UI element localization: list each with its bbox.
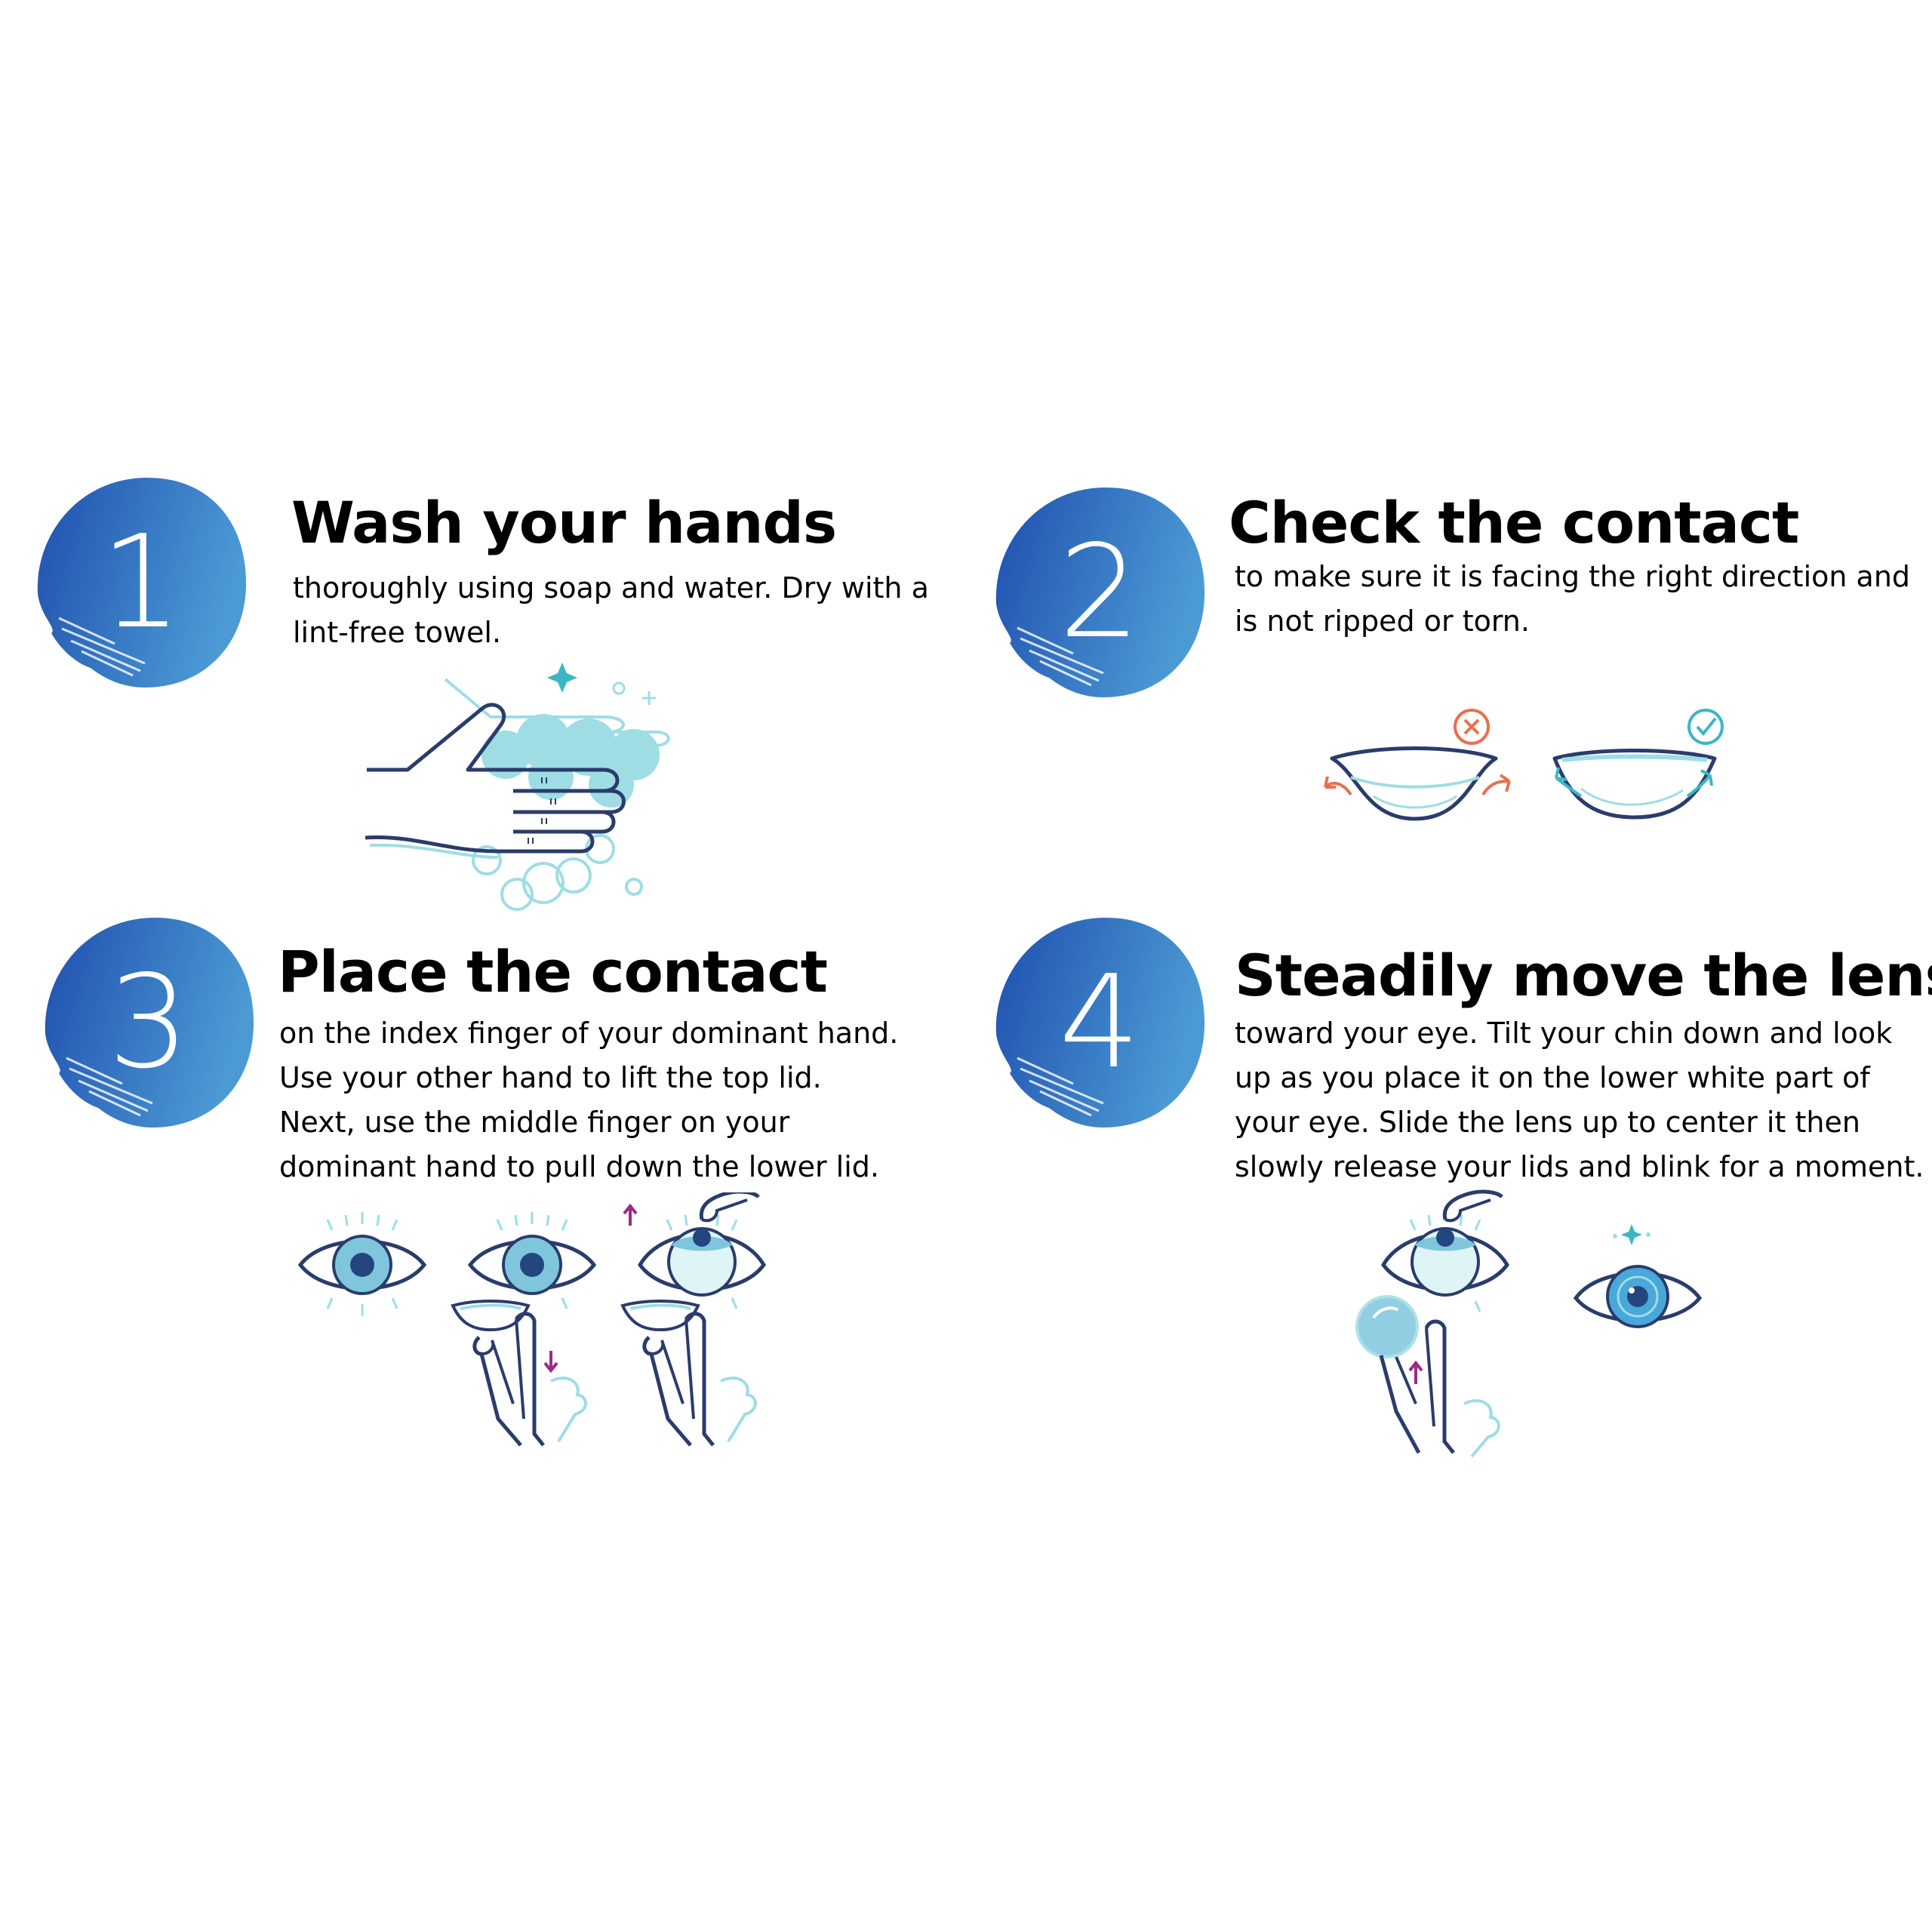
error-icon — [1454, 709, 1490, 745]
step-1-number: 1 — [100, 508, 183, 657]
brush-circle-icon — [995, 917, 1205, 1128]
step-2-line: is not ripped or torn. — [1235, 605, 1530, 638]
step-3-line: Use your other hand to lift the top lid. — [279, 1061, 822, 1094]
step-3-number: 3 — [107, 948, 190, 1097]
sparkle-icon — [1621, 1224, 1642, 1245]
contact-lens-orientation-icon — [1321, 706, 1743, 826]
brush-circle-icon — [995, 487, 1205, 697]
step-1-title: Wash your hands — [291, 489, 837, 556]
step-4-line: up as you place it on the lower white pa… — [1235, 1061, 1870, 1094]
step-4-line: toward your eye. Tilt your chin down and… — [1235, 1017, 1893, 1050]
step-3-line: dominant hand to pull down the lower lid… — [279, 1150, 879, 1183]
step-1-line: thoroughly using soap and water. Dry wit… — [293, 571, 929, 605]
eye-icon — [1381, 1189, 1509, 1312]
lens-insertion-icon — [1351, 1185, 1713, 1460]
brush-circle-icon — [37, 477, 247, 688]
eye-icon — [1573, 1224, 1703, 1328]
eyelid-lifting-icon — [294, 1192, 777, 1453]
eye-icon — [467, 1212, 597, 1309]
step-2-badge: 2 — [990, 483, 1209, 702]
hand-with-lens-icon — [620, 1300, 757, 1447]
step-4-title: Steadily move the lens — [1235, 942, 1932, 1009]
step-4-number: 4 — [1058, 948, 1141, 1097]
hand-with-lens-icon — [1355, 1295, 1500, 1458]
step-3-badge: 3 — [39, 913, 258, 1132]
step-1-description: thoroughly using soap and water. Dry wit… — [293, 566, 929, 655]
step-2-number: 2 — [1058, 518, 1141, 667]
step-2-line: to make sure it is facing the right dire… — [1235, 560, 1911, 593]
check-icon — [1687, 709, 1724, 745]
step-3-line: on the index finger of your dominant han… — [279, 1017, 899, 1050]
step-2-description: to make sure it is facing the right dire… — [1235, 555, 1910, 644]
eye-icon — [297, 1212, 427, 1316]
step-3-line: Next, use the middle finger on your — [279, 1106, 790, 1139]
brush-circle-icon — [45, 917, 254, 1128]
hand-washing-icon — [362, 657, 702, 928]
correct-lens-icon — [1552, 709, 1724, 820]
step-1-line: lint-free towel. — [293, 616, 502, 649]
step-4-line: your eye. Slide the lens up to center it… — [1235, 1106, 1860, 1139]
step-3-title: Place the contact — [278, 938, 828, 1005]
eye-icon — [623, 1192, 766, 1309]
hand-with-lens-icon — [451, 1300, 587, 1447]
step-2-title: Check the contact — [1229, 489, 1799, 556]
step-4-description: toward your eye. Tilt your chin down and… — [1235, 1011, 1924, 1189]
step-3-description: on the index finger of your dominant han… — [279, 1011, 898, 1189]
step-1-badge: 1 — [32, 473, 251, 692]
step-4-line: slowly release your lids and blink for a… — [1235, 1150, 1924, 1183]
inside-out-lens-icon — [1324, 709, 1511, 821]
step-4-badge: 4 — [990, 913, 1209, 1132]
